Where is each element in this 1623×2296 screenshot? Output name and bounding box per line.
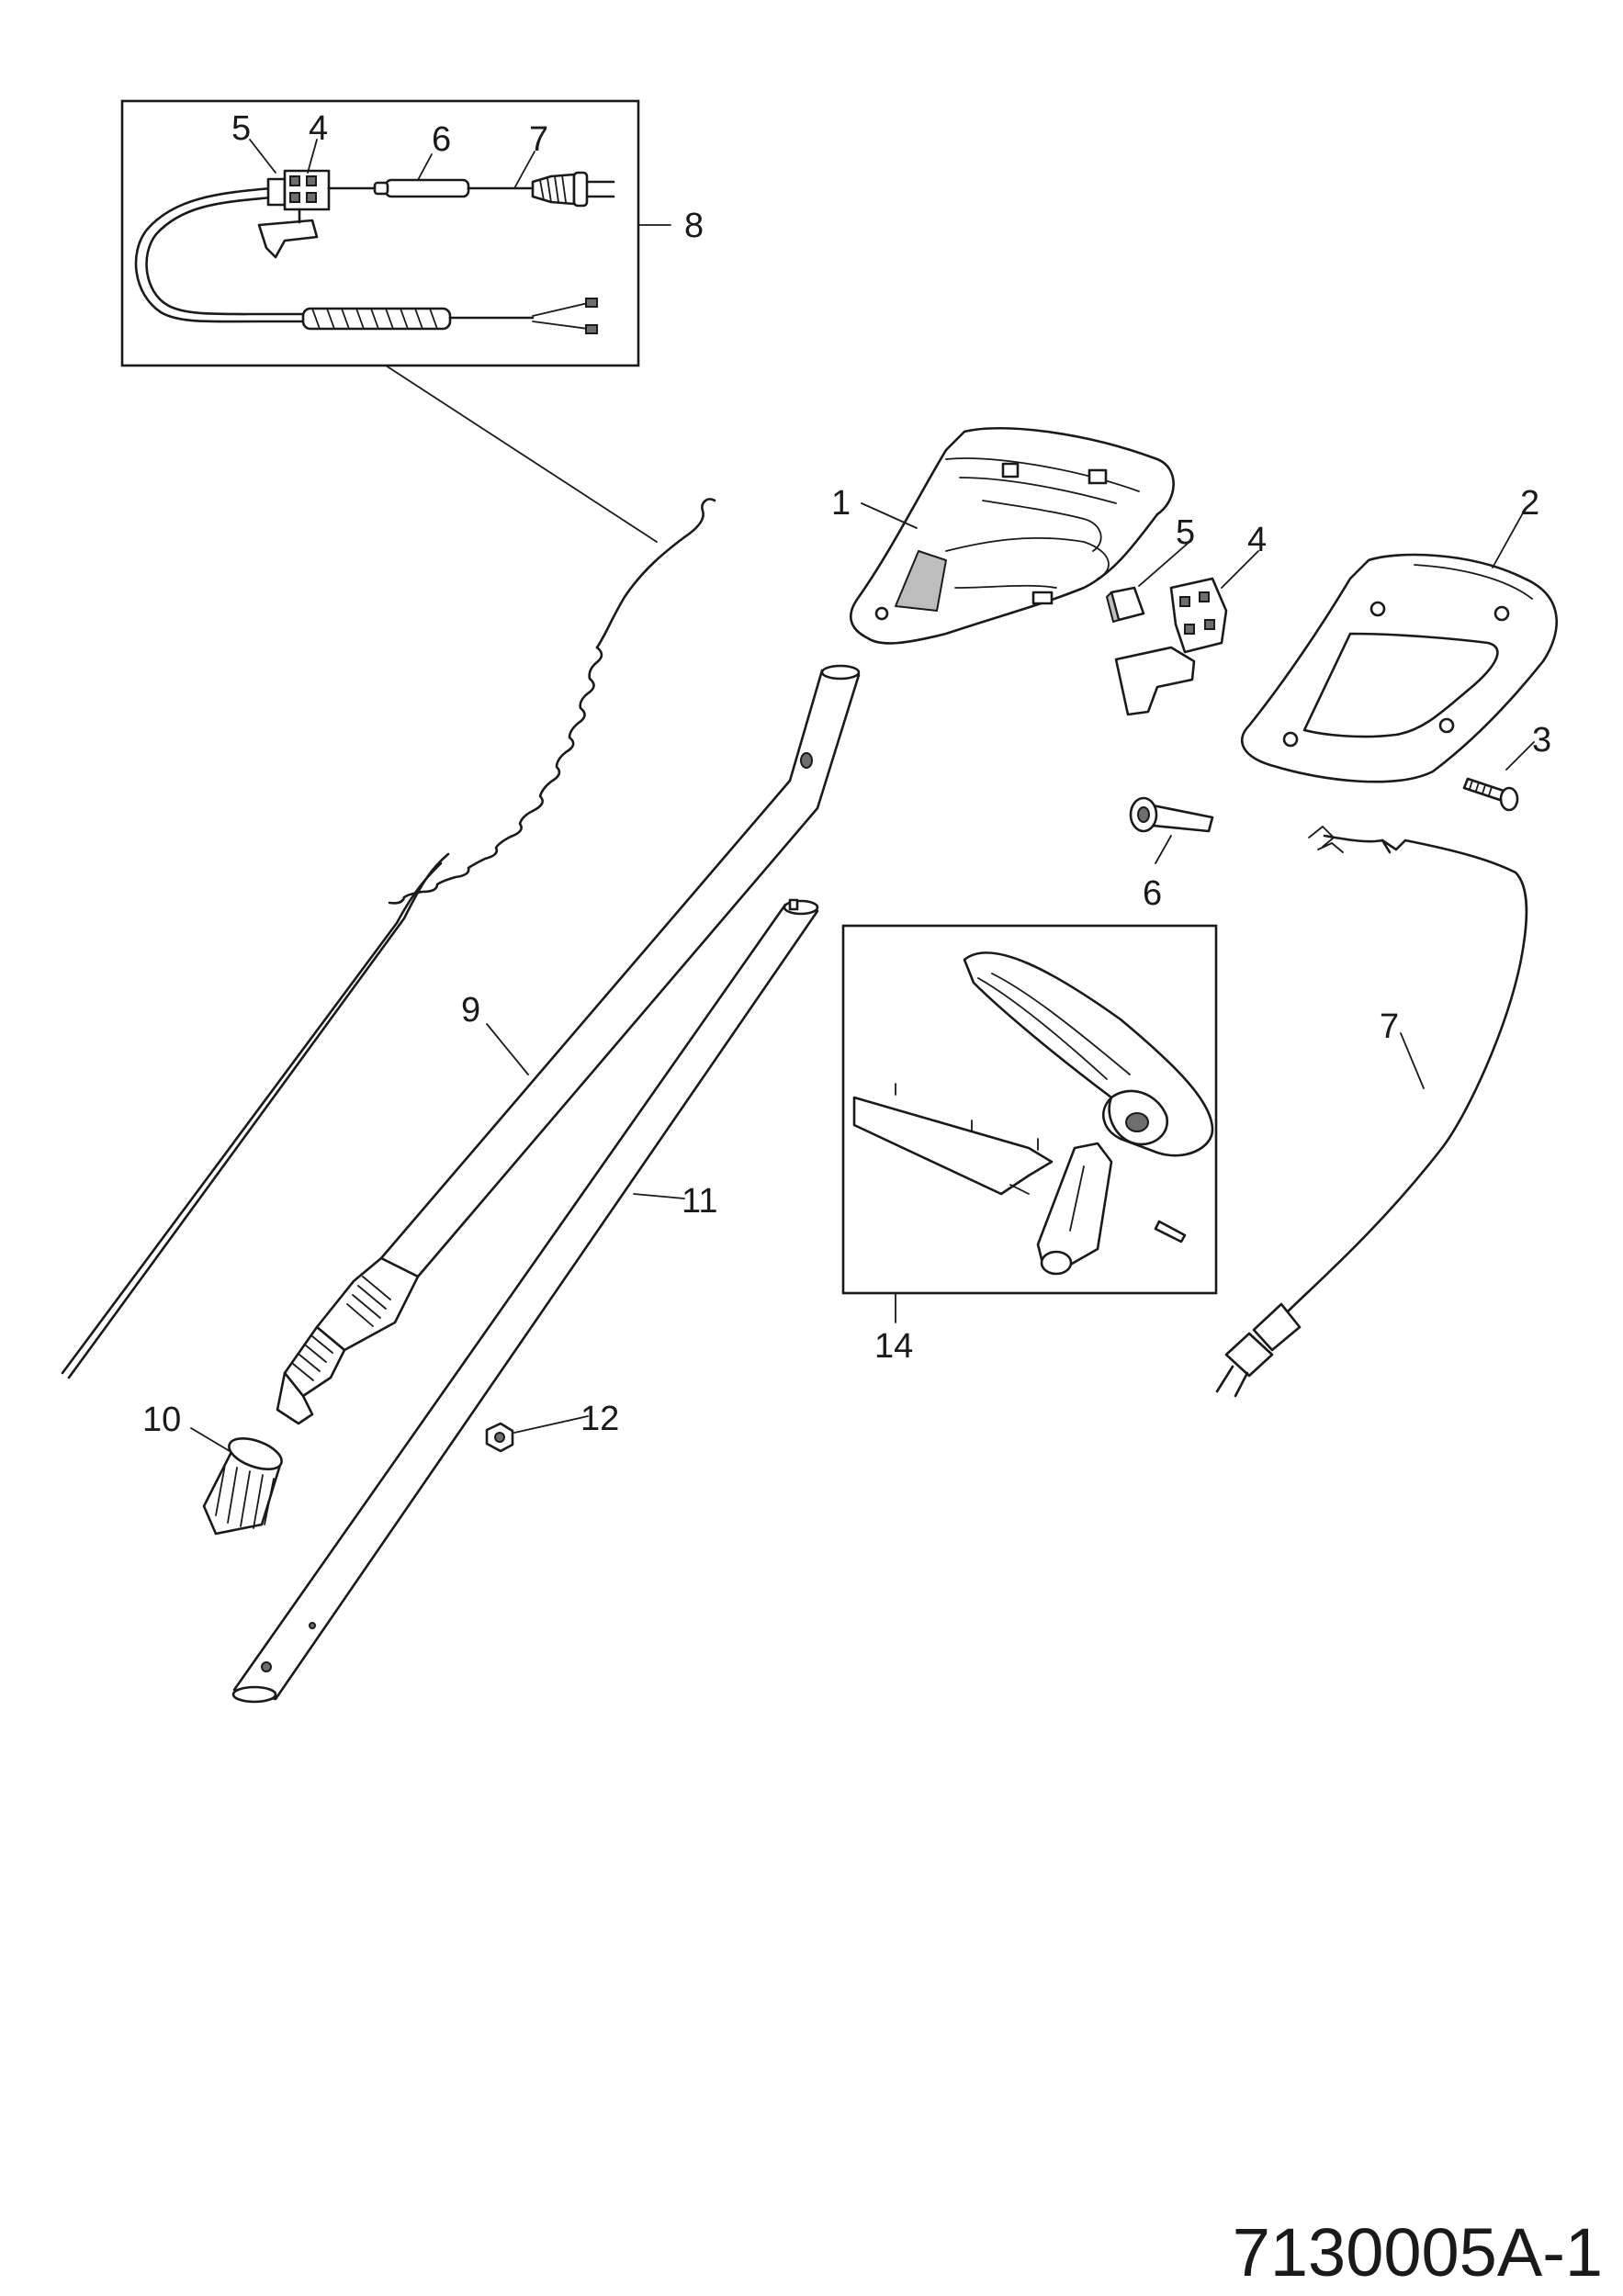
- power-cord-icon: [1215, 826, 1528, 1398]
- internal-cable-icon: [61, 498, 716, 1379]
- inset-plug-icon: [531, 171, 615, 208]
- aux-handle-bow-icon: [963, 951, 1214, 1157]
- inset-cable-assembly: 5 4 6 7 8: [120, 99, 704, 367]
- inset-switch-icon: [257, 169, 331, 259]
- locking-knob-icon: [202, 1437, 283, 1536]
- callout-inset-4: 4: [309, 109, 328, 148]
- inset-leader-line: [385, 365, 658, 543]
- callout-4: 4: [1247, 521, 1267, 559]
- callout-9: 9: [461, 991, 480, 1030]
- callout-5: 5: [1176, 513, 1195, 552]
- callout-12: 12: [580, 1400, 619, 1438]
- upper-shaft-tube-icon: [276, 664, 861, 1425]
- callout-14: 14: [874, 1327, 913, 1366]
- lower-shaft-tube-icon: [231, 898, 819, 1704]
- shaft-connector-icon: [276, 1256, 420, 1425]
- callout-1: 1: [831, 484, 851, 523]
- handle-housing-left-icon: [850, 426, 1175, 645]
- inset-coil-icon: [301, 307, 452, 331]
- callout-leaders: [190, 502, 1535, 1452]
- callout-6: 6: [1143, 874, 1162, 913]
- callout-3: 3: [1532, 721, 1551, 760]
- switch-icon: [1114, 577, 1228, 716]
- callout-inset-7: 7: [529, 120, 548, 159]
- drawing-number: 7130005A-1: [1233, 2214, 1603, 2290]
- nut-icon: [485, 1422, 514, 1453]
- callout-11: 11: [682, 1182, 717, 1221]
- aux-handle-frame: [841, 924, 1218, 1295]
- aux-handle-bracket-icon: [1036, 1142, 1113, 1276]
- power-plug-icon: [1215, 1302, 1302, 1398]
- inset-sleeve-icon: [373, 178, 470, 198]
- callout-inset-6: 6: [432, 120, 451, 159]
- auxiliary-handle-set: [841, 924, 1218, 1295]
- inset-cable-loop-icon: [134, 186, 305, 323]
- handle-housing-right-icon: [1241, 553, 1558, 783]
- inset-frame: [120, 99, 640, 367]
- cable-sleeve-icon: [1129, 796, 1214, 833]
- callout-2: 2: [1520, 484, 1539, 523]
- callout-7: 7: [1380, 1007, 1399, 1046]
- callout-10: 10: [142, 1401, 181, 1439]
- aux-handle-pin-icon: [1154, 1220, 1187, 1244]
- aux-handle-clamp-icon: [852, 1083, 1054, 1196]
- capacitor-icon: [1106, 586, 1145, 623]
- screw-icon: [1462, 777, 1519, 812]
- callout-inset-5: 5: [231, 109, 251, 148]
- callout-8: 8: [684, 207, 704, 245]
